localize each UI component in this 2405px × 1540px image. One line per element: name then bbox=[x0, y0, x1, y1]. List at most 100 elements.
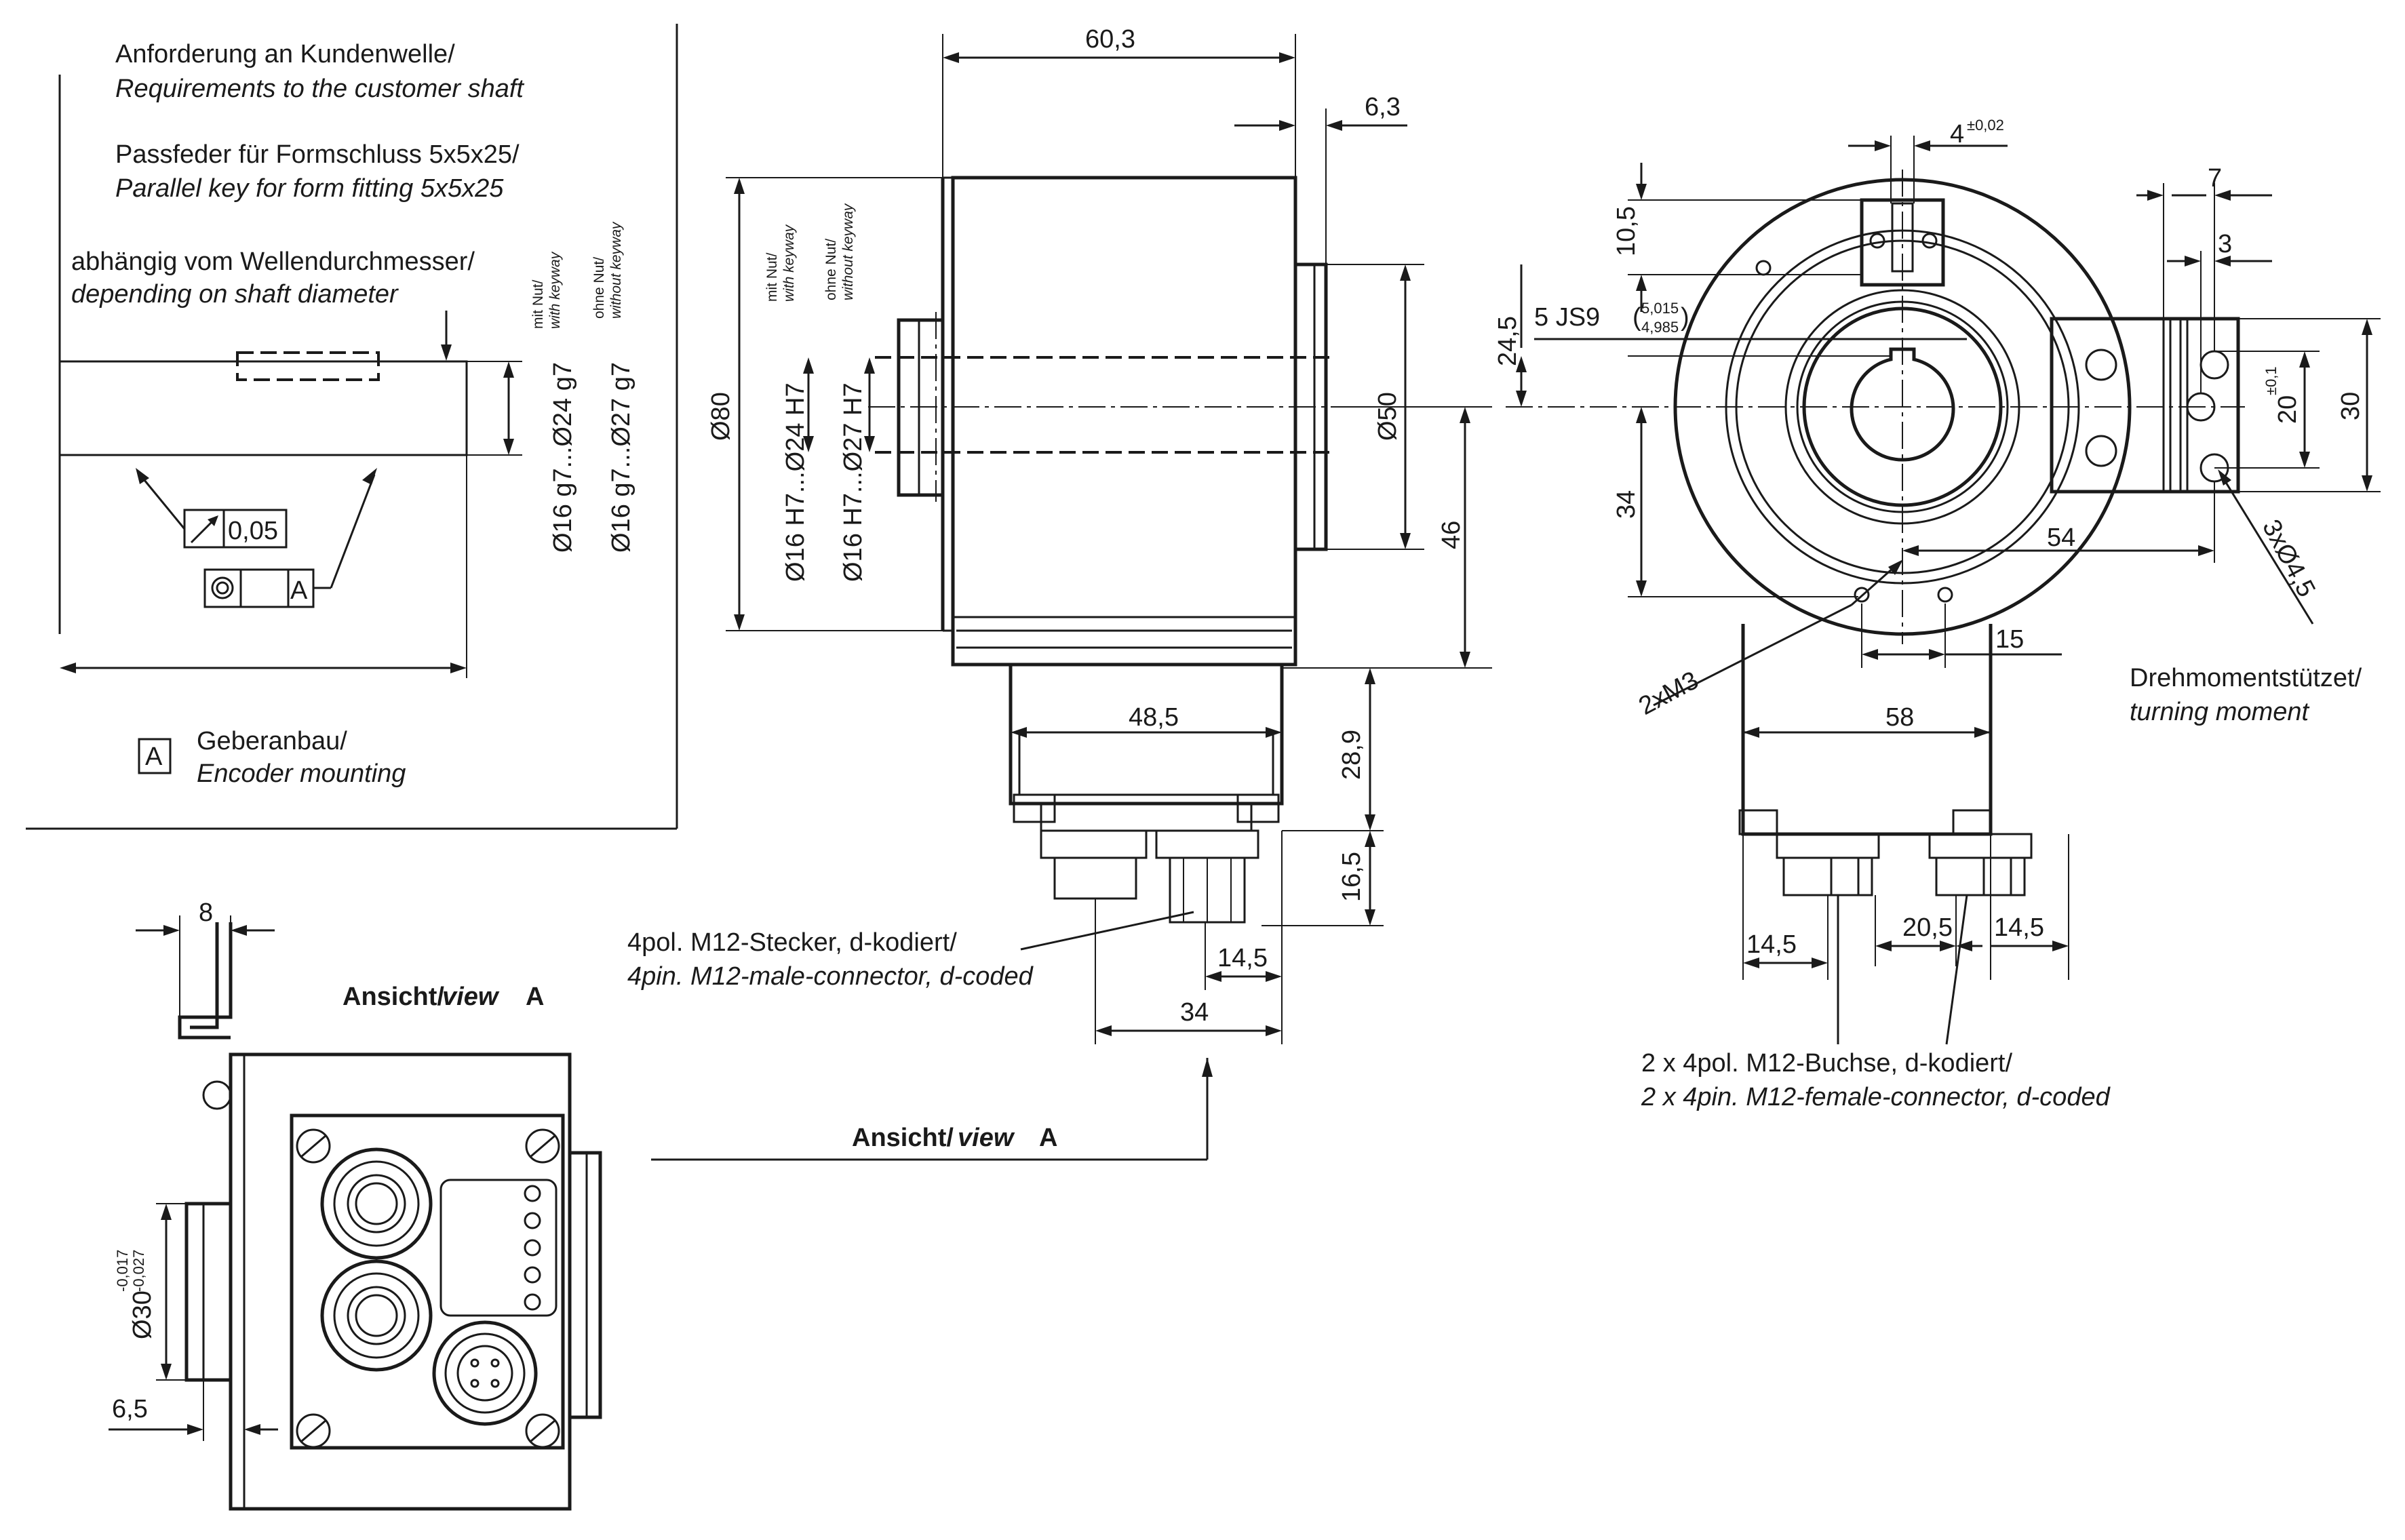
encoder-body bbox=[951, 176, 1297, 667]
dim-15: 15 bbox=[1995, 625, 2024, 654]
dim-7: 7 bbox=[2208, 164, 2222, 193]
front-view: 4 ±0,02 10,5 24,5 5 JS9 ( 5,015 4,985 ) … bbox=[1493, 117, 2381, 1111]
bore-with-key-sup-de: mit Nut/ bbox=[764, 252, 780, 302]
dim-20-tol: ±0,1 bbox=[2263, 366, 2280, 395]
bore-without-key-sup-en: without keyway bbox=[840, 203, 856, 300]
male-connector-en: 4pin. M12-male-connector, d-coded bbox=[627, 962, 1034, 991]
view-a-title-b: view bbox=[442, 983, 500, 1011]
shaft-req-de: Anforderung an Kundenwelle/ bbox=[115, 40, 455, 68]
dim-dia-30: Ø30 bbox=[128, 1290, 157, 1339]
shaft-req-en: Requirements to the customer shaft bbox=[115, 75, 524, 103]
shaft-requirements-panel: Anforderung an Kundenwelle/ Requirements… bbox=[26, 24, 678, 830]
dim-34-side: 34 bbox=[1180, 998, 1209, 1027]
shaft-without-key-sup-de: ohne Nut/ bbox=[591, 257, 607, 319]
view-arrow-label-c: A bbox=[1039, 1124, 1057, 1152]
concentricity-datum: A bbox=[290, 576, 308, 605]
dim-dia-30-lower: -0,027 bbox=[130, 1250, 147, 1292]
screw-bottom-right bbox=[525, 1413, 560, 1448]
view-arrow-label-b: view bbox=[958, 1124, 1015, 1152]
led-4 bbox=[524, 1266, 541, 1284]
dependency-de: abhängig vom Wellendurchmesser/ bbox=[71, 248, 475, 276]
mount-de: Geberanbau/ bbox=[197, 727, 347, 755]
torque-de: Drehmomentstützet/ bbox=[2130, 664, 2362, 692]
encoder-flange bbox=[1673, 178, 2132, 636]
bore-with-key-sup-en: with keyway bbox=[781, 224, 797, 302]
dim-dia-50: Ø50 bbox=[1373, 392, 1402, 441]
mount-en: Encoder mounting bbox=[197, 759, 406, 788]
led-window bbox=[439, 1179, 558, 1317]
dim-holes: 3xØ4,5 bbox=[2256, 515, 2321, 602]
dim-6-5: 6,5 bbox=[112, 1395, 148, 1423]
dim-js9: 5 JS9 bbox=[1534, 303, 1600, 332]
view-a-panel bbox=[290, 1113, 565, 1450]
male-connector-left bbox=[1053, 856, 1137, 900]
view-arrow-label-a: Ansicht/ bbox=[852, 1124, 954, 1152]
key-en: Parallel key for form fitting 5x5x25 bbox=[115, 174, 504, 203]
dim-6-3: 6,3 bbox=[1365, 93, 1401, 121]
screw-top-left bbox=[296, 1128, 331, 1164]
dim-20: 20 bbox=[2273, 395, 2302, 424]
keyway-outline bbox=[236, 351, 380, 381]
led-1 bbox=[524, 1185, 541, 1202]
customer-shaft bbox=[58, 360, 468, 456]
dim-14-5-front-right: 14,5 bbox=[1994, 913, 2044, 942]
top-tab bbox=[1860, 198, 1945, 287]
female-connector-top-icon bbox=[320, 1147, 433, 1260]
concentricity-tolerance-frame: A bbox=[203, 468, 377, 608]
dim-28-9: 28,9 bbox=[1337, 730, 1366, 780]
dependency-en: depending on shaft diameter bbox=[71, 280, 399, 309]
connector-housing bbox=[1009, 663, 1284, 806]
dim-m3: 2xM3 bbox=[1635, 666, 1704, 721]
led-2 bbox=[524, 1212, 541, 1229]
shaft-with-key-sup-en: with keyway bbox=[547, 251, 563, 329]
dim-20-5: 20,5 bbox=[1902, 913, 1953, 942]
view-a: Ansicht/ view A bbox=[109, 899, 602, 1511]
shaft-without-key-sup-en: without keyway bbox=[608, 221, 624, 319]
dim-8: 8 bbox=[199, 899, 213, 927]
torque-arm-bracket bbox=[2050, 317, 2240, 494]
dim-34-front: 34 bbox=[1612, 490, 1641, 519]
dim-46: 46 bbox=[1437, 521, 1466, 549]
dim-key-width: 4 bbox=[1950, 120, 1964, 149]
dim-54: 54 bbox=[2047, 524, 2075, 552]
dim-16-5: 16,5 bbox=[1337, 852, 1366, 902]
key-de: Passfeder für Formschluss 5x5x25/ bbox=[115, 140, 520, 169]
bore-keyway bbox=[1850, 347, 1955, 462]
dim-24-5: 24,5 bbox=[1493, 316, 1522, 366]
dim-3: 3 bbox=[2218, 230, 2232, 258]
dim-48-5: 48,5 bbox=[1129, 703, 1179, 732]
dim-60-3: 60,3 bbox=[1085, 25, 1135, 54]
female-connector-de: 2 x 4pol. M12-Buchse, d-kodiert/ bbox=[1641, 1049, 2012, 1078]
female-connector-right bbox=[1935, 856, 2026, 896]
side-view: 60,3 6,3 Ø80 Ø16 H7...Ø24 H7 mit Nut/ wi… bbox=[627, 25, 1492, 1161]
runout-tolerance-frame: 0,05 bbox=[136, 468, 288, 549]
dim-dia-30-upper: -0,017 bbox=[114, 1250, 131, 1292]
dim-14-5-side: 14,5 bbox=[1217, 944, 1268, 972]
dim-bore-with-key: Ø16 H7...Ø24 H7 bbox=[781, 382, 810, 582]
male-connector-icon bbox=[432, 1320, 538, 1426]
dim-10-5: 10,5 bbox=[1612, 206, 1641, 256]
dim-dia-80: Ø80 bbox=[707, 392, 735, 441]
js9-lower: 4,985 bbox=[1641, 319, 1679, 336]
runout-value: 0,05 bbox=[228, 517, 278, 545]
datum-letter: A bbox=[145, 743, 163, 771]
dim-key-width-tol: ±0,02 bbox=[1967, 117, 2004, 134]
shaft-with-key-sup-de: mit Nut/ bbox=[530, 279, 546, 329]
shaft-dia-without-key: Ø16 g7...Ø27 g7 bbox=[607, 362, 636, 553]
bore-without-key-sup-de: ohne Nut/ bbox=[823, 239, 839, 300]
male-connector-de: 4pol. M12-Stecker, d-kodiert/ bbox=[627, 928, 957, 957]
dim-bore-without-key: Ø16 H7...Ø27 H7 bbox=[839, 382, 867, 582]
view-a-title-c: A bbox=[526, 983, 544, 1011]
torque-en: turning moment bbox=[2130, 698, 2309, 726]
js9-paren-close: ) bbox=[1681, 303, 1689, 332]
torque-arm-side bbox=[178, 922, 233, 1040]
dim-14-5-front-left: 14,5 bbox=[1746, 930, 1797, 959]
shaft-dia-with-key: Ø16 g7...Ø24 g7 bbox=[549, 362, 577, 553]
led-5 bbox=[524, 1293, 541, 1311]
dim-58: 58 bbox=[1885, 703, 1914, 732]
view-a-title-a: Ansicht/ bbox=[343, 983, 444, 1011]
js9-paren-open: ( bbox=[1632, 303, 1641, 332]
js9-upper: 5,015 bbox=[1641, 300, 1679, 317]
female-connector-en: 2 x 4pin. M12-female-connector, d-coded bbox=[1641, 1083, 2111, 1111]
screw-top-right bbox=[525, 1128, 560, 1164]
